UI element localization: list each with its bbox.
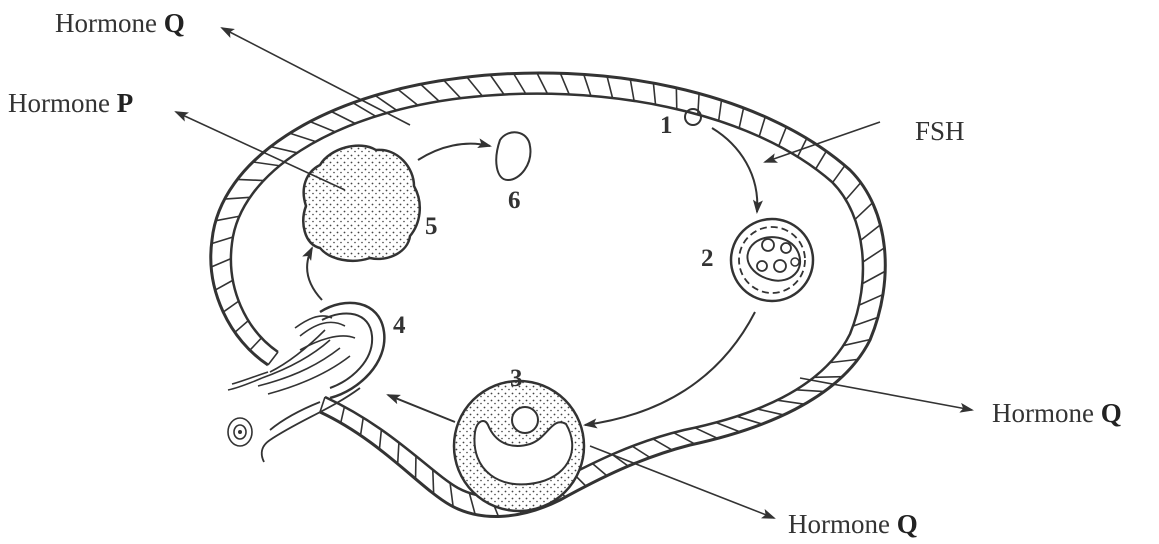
wall-cell-divider [833,166,845,183]
wall-cell-divider [814,377,842,378]
wall-cell-divider [777,400,804,404]
arrow-2-to-3 [585,312,755,425]
arrow-fsh [765,122,880,162]
wall-cell-divider [211,259,231,267]
wall-cell-divider [310,122,335,132]
wall-cell-divider [450,483,453,507]
wall-cell-divider [469,493,475,515]
wall-cell-divider [862,271,885,283]
label-hormone-q-bottom: Hormone Q [788,509,918,539]
wall-cell-divider [271,147,298,153]
label-hormone-p: Hormone P [8,88,133,118]
wall-cell-divider [737,416,762,424]
wall-cell-divider [816,151,827,169]
wall-cell-divider [433,470,434,494]
wall-cell-divider [253,162,280,166]
stage-number-1: 1 [660,112,673,139]
wall-cell-divider [630,79,634,101]
stage-number-2: 2 [701,245,714,272]
corpus-luteum [303,146,419,261]
wall-cell-divider [861,225,881,241]
wall-cell-divider [863,248,885,262]
wall-cell-divider [716,422,740,431]
arrow-1-to-2 [712,128,757,212]
wall-cell-divider [237,179,263,180]
arrow-hormone-p [176,112,345,190]
wall-cell-divider [653,83,655,104]
wall-cell-divider [779,127,787,146]
wall-cell-divider [216,216,240,220]
wall-cell-divider [361,418,364,436]
developing-follicle [731,219,813,301]
arrow-4-to-5 [307,248,322,300]
stage-number-4: 4 [393,312,406,339]
stage-number-5: 5 [425,213,438,240]
wall-cell-divider [855,203,873,220]
label-fsh: FSH [915,116,965,146]
wall-cell-divider [379,430,381,449]
wall-cell-divider [398,89,418,105]
wall-cell-divider [846,183,861,200]
stage-number-6: 6 [508,187,521,214]
label-hormone-q-right: Hormone Q [992,398,1122,428]
wall-cell-divider [695,428,718,439]
wall-cell-divider [250,338,262,350]
wall-cell-divider [290,133,316,141]
wall-cell-divider [235,321,249,333]
arrow-5-to-6 [418,144,490,160]
wall-cell-divider [592,464,606,476]
wall-cell-divider [398,443,399,464]
wall-cell-divider [674,433,695,444]
wall-cell-divider [757,409,783,415]
wall-cell-divider [796,390,824,392]
wall-cell-divider [584,74,591,95]
wall-cell-divider [719,100,722,121]
wall-cell-divider [632,446,650,457]
label-hormone-q-top: Hormone Q [55,8,185,38]
wall-cell-divider [537,73,548,94]
wall-cell-divider [268,352,278,365]
wall-cell-divider [859,295,883,306]
wall-cell-divider [739,108,743,128]
wall-cell-divider [467,77,482,96]
wall-cell-divider [223,301,239,312]
wall-cell-divider [560,73,569,94]
corpus-albicans [496,132,530,180]
wall-cell-divider [514,73,526,93]
wall-cell-divider [421,84,440,101]
arrow-3-to-4 [388,395,455,422]
wall-cell-divider [653,439,672,450]
wall-cell-divider [444,80,461,98]
arrow-hormone-q-right [800,378,972,410]
wall-cell-divider [215,280,233,290]
primordial-follicle [685,109,701,125]
wall-cell-divider [225,197,250,199]
wall-cell-divider [331,112,355,124]
wall-cell-divider [830,359,858,362]
wall-cell-divider [607,76,612,98]
wall-cell-divider [490,75,504,95]
graafian-follicle [454,381,584,511]
wall-cell-divider [212,237,233,244]
wall-cell-divider [759,117,765,137]
wall-cell-divider [341,407,345,423]
arrow-hormone-q-top [222,28,410,125]
stage-number-3: 3 [510,365,523,392]
arrow-hormone-q-bottom [590,446,774,518]
